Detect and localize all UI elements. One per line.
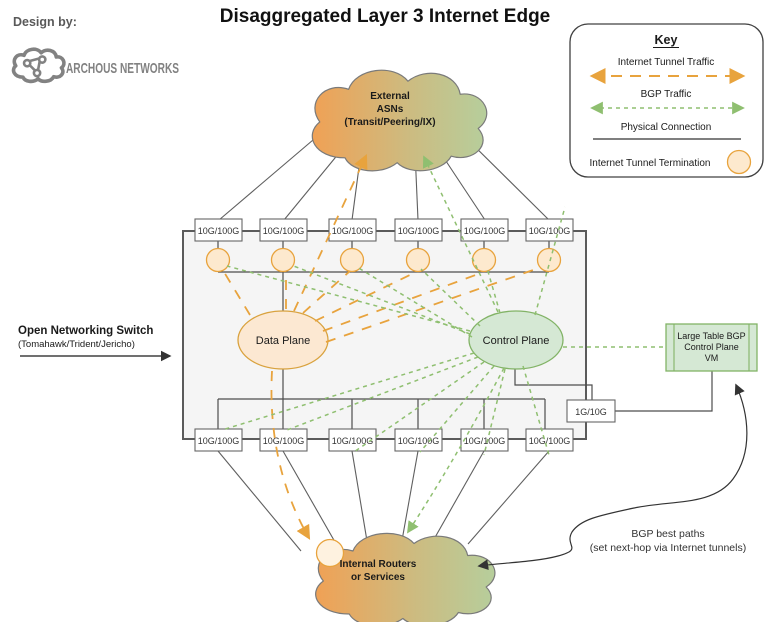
key-physical-label: Physical Connection [621,122,712,133]
key-title: Key [655,33,678,47]
port: 10G/100G [259,428,308,452]
external-asns-cloud: External ASNs (Transit/Peering/IX) [312,70,486,171]
key-termination-circle [726,149,752,175]
internal-cloud-line2: or Services [351,572,405,583]
key-termination-label: Internet Tunnel Termination [589,158,710,169]
port: 10G/100G [394,428,443,452]
bgp-best-paths-line1: BGP best paths [631,528,704,540]
switch-internal-wiring [217,241,593,429]
control-plane-label: Control Plane [483,335,550,347]
design-by-label: Design by: [13,15,77,29]
svg-text:10G/100G: 10G/100G [398,226,440,236]
port: 10G/100G [460,218,509,242]
port: 10G/100G [259,218,308,242]
svg-text:10G/100G: 10G/100G [464,226,506,236]
switch-label-line2: (Tomahawk/Trident/Jericho) [18,339,135,350]
vm-label-line1: Large Table BGP [677,331,745,341]
page-title: Disaggregated Layer 3 Internet Edge [220,6,551,27]
mgmt-port: 1G/10G [566,399,616,423]
brand-name: ARCHOUS NETWORKS [66,60,179,77]
external-cloud-line3: (Transit/Peering/IX) [344,117,435,128]
svg-text:10G/100G: 10G/100G [529,226,571,236]
switch-callout: Open Networking Switch (Tomahawk/Trident… [18,325,172,362]
bgp-traffic-rays [221,155,664,534]
switch-label-line1: Open Networking Switch [18,325,153,337]
svg-text:1G/10G: 1G/10G [575,407,607,417]
svg-text:10G/100G: 10G/100G [398,436,440,446]
tunnel-to-external-arrow [293,154,368,312]
bgp-vm: Large Table BGP Control Plane VM [665,323,758,372]
svg-text:10G/100G: 10G/100G [198,226,240,236]
mgmt-to-vm-link [615,371,713,412]
tunnel-terminations [205,247,562,273]
port: 10G/100G [194,428,243,452]
control-plane: Control Plane [468,310,564,370]
port: 10G/100G [525,428,574,452]
tunnel-to-internal-arrow [270,370,311,540]
bgp-best-paths-line2: (set next-hop via Internet tunnels) [590,542,746,554]
key-bgp-label: BGP Traffic [641,89,692,100]
key-legend: Key Internet Tunnel Traffic BGP Traffic … [569,23,764,178]
key-tunnel-label: Internet Tunnel Traffic [618,57,715,68]
svg-text:10G/100G: 10G/100G [332,226,374,236]
svg-text:10G/100G: 10G/100G [263,436,305,446]
port: 10G/100G [328,218,377,242]
internal-cloud: Internal Routers or Services [316,533,495,622]
network-switch: 10G/100G 10G/100G 10G/100G 10G/100G 10G/… [182,218,593,452]
svg-text:10G/100G: 10G/100G [198,436,240,446]
archous-logo: ARCHOUS NETWORKS [11,47,179,84]
port: 10G/100G [194,218,243,242]
external-cloud-line1: External [370,91,410,102]
svg-text:10G/100G: 10G/100G [263,226,305,236]
port: 10G/100G [394,218,443,242]
port: 10G/100G [328,428,377,452]
cloud-circuit-icon [11,47,66,84]
internal-cloud-line1: Internal Routers [340,559,417,570]
svg-text:10G/100G: 10G/100G [464,436,506,446]
internal-tunnel-termination [315,538,345,568]
data-plane: Data Plane [237,310,329,370]
svg-text:10G/100G: 10G/100G [529,436,571,446]
port: 10G/100G [525,218,574,242]
tunnel-traffic-rays [223,154,540,540]
top-ports: 10G/100G 10G/100G 10G/100G 10G/100G 10G/… [194,218,574,242]
vm-label-line2: Control Plane [684,342,739,352]
data-plane-label: Data Plane [256,335,310,347]
vm-label-line3: VM [705,353,719,363]
bgp-best-paths-curve [477,383,748,571]
svg-text:10G/100G: 10G/100G [332,436,374,446]
external-cloud-line2: ASNs [377,104,404,115]
